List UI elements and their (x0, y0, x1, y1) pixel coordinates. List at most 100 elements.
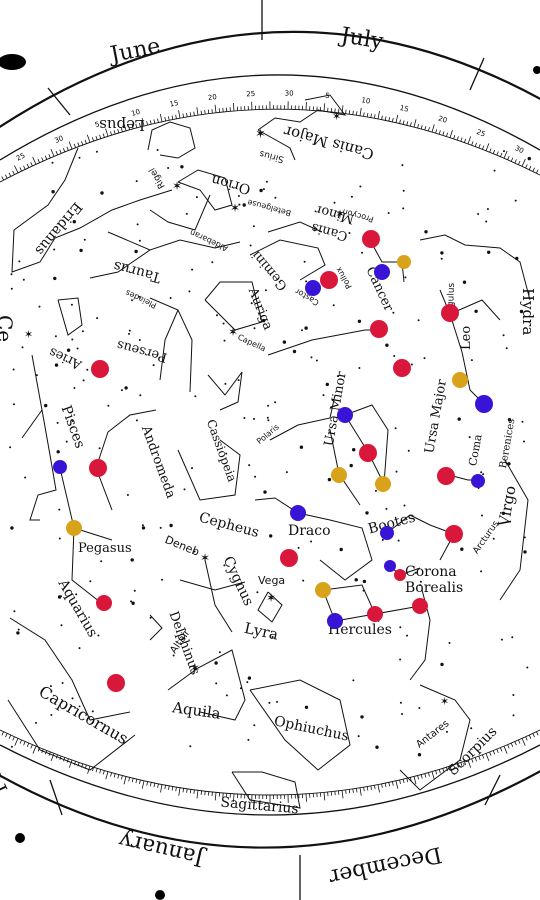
background-star (13, 610, 16, 613)
scale-tick (146, 781, 148, 786)
red-marker[interactable] (91, 360, 109, 378)
scale-tick (438, 769, 441, 774)
scale-tick (478, 144, 481, 149)
background-star (348, 232, 351, 234)
scale-tick (485, 753, 490, 762)
scorpius-lines (399, 684, 471, 791)
background-star (141, 526, 146, 530)
red-marker[interactable] (445, 525, 463, 543)
red-marker[interactable] (107, 674, 125, 692)
background-star (414, 571, 417, 574)
background-star (72, 220, 77, 224)
inner-rim-bottom (0, 744, 540, 816)
blue-marker[interactable] (290, 505, 306, 521)
scale-tick (345, 109, 347, 114)
scale-tick (359, 787, 362, 796)
blue-marker[interactable] (384, 560, 396, 572)
background-star (100, 560, 103, 563)
scale-tick (68, 141, 73, 150)
sagittarius-lines (231, 771, 301, 809)
background-star (223, 564, 226, 567)
red-marker[interactable] (89, 459, 107, 477)
scale-tick (204, 110, 206, 115)
label-rigel: Rigel (148, 166, 168, 190)
scale-tick (348, 789, 351, 794)
background-star (97, 634, 100, 637)
scale-tick (26, 163, 30, 168)
scale-tick (489, 751, 492, 756)
blue-marker[interactable] (380, 526, 394, 540)
gold-marker[interactable] (452, 372, 468, 388)
scale-tick (431, 771, 435, 780)
blue-marker[interactable] (471, 474, 485, 488)
scale-number: 30 (53, 134, 64, 145)
background-star (78, 156, 81, 159)
red-marker[interactable] (394, 569, 406, 581)
blue-marker[interactable] (337, 407, 353, 423)
blue-marker[interactable] (374, 264, 390, 280)
constellation-lines (7, 94, 531, 809)
virgo-lines (499, 459, 529, 601)
red-marker[interactable] (437, 467, 455, 485)
background-star (243, 417, 246, 419)
scale-tick (352, 110, 354, 115)
gold-marker[interactable] (397, 255, 411, 269)
background-star (404, 276, 407, 279)
bootes-lines (386, 514, 455, 561)
gold-marker[interactable] (375, 476, 391, 492)
scale-tick (19, 739, 22, 744)
background-star (359, 185, 362, 188)
red-marker[interactable] (359, 444, 377, 462)
gold-marker[interactable] (315, 582, 331, 598)
blue-marker[interactable] (305, 280, 321, 296)
label-aries: Aries (47, 344, 85, 372)
scale-tick (374, 114, 376, 119)
scale-tick (356, 788, 358, 793)
background-star (253, 724, 256, 727)
scale-tick (102, 133, 105, 138)
deneb-star-marker: ✶ (200, 551, 210, 565)
background-star (276, 700, 278, 703)
red-marker[interactable] (280, 549, 298, 567)
background-star (100, 191, 104, 195)
background-star (61, 682, 64, 684)
red-marker[interactable] (412, 598, 428, 614)
scale-tick (518, 160, 521, 165)
background-star (10, 526, 14, 530)
scale-tick (81, 141, 84, 146)
red-marker[interactable] (367, 606, 383, 622)
background-star (238, 203, 241, 206)
background-star (399, 701, 402, 704)
scale-tick (341, 790, 344, 799)
background-star (253, 417, 255, 420)
scale-tick (193, 111, 195, 116)
scale-tick (507, 155, 510, 160)
background-star (22, 278, 25, 281)
scale-tick (514, 159, 517, 164)
red-marker[interactable] (320, 271, 338, 289)
background-star (256, 591, 259, 594)
background-star (71, 338, 74, 341)
background-star (13, 403, 15, 406)
scale-tick (32, 156, 37, 165)
blue-marker[interactable] (475, 395, 493, 413)
red-marker[interactable] (96, 595, 112, 611)
scale-tick (352, 788, 354, 793)
scale-tick (41, 157, 44, 162)
blue-marker[interactable] (53, 460, 67, 474)
gold-marker[interactable] (331, 467, 347, 483)
gold-marker[interactable] (66, 520, 82, 536)
blue-marker[interactable] (327, 613, 343, 629)
background-star (304, 326, 308, 330)
red-marker[interactable] (362, 230, 380, 248)
scale-tick (424, 126, 427, 131)
red-marker[interactable] (393, 359, 411, 377)
red-marker[interactable] (370, 320, 388, 338)
red-marker[interactable] (441, 304, 459, 322)
label-antares: Antares (414, 718, 451, 750)
scale-tick (348, 110, 351, 115)
background-star (462, 280, 467, 284)
background-star (470, 359, 473, 362)
label-lyra: Lyra (243, 619, 280, 644)
background-star (159, 526, 162, 529)
